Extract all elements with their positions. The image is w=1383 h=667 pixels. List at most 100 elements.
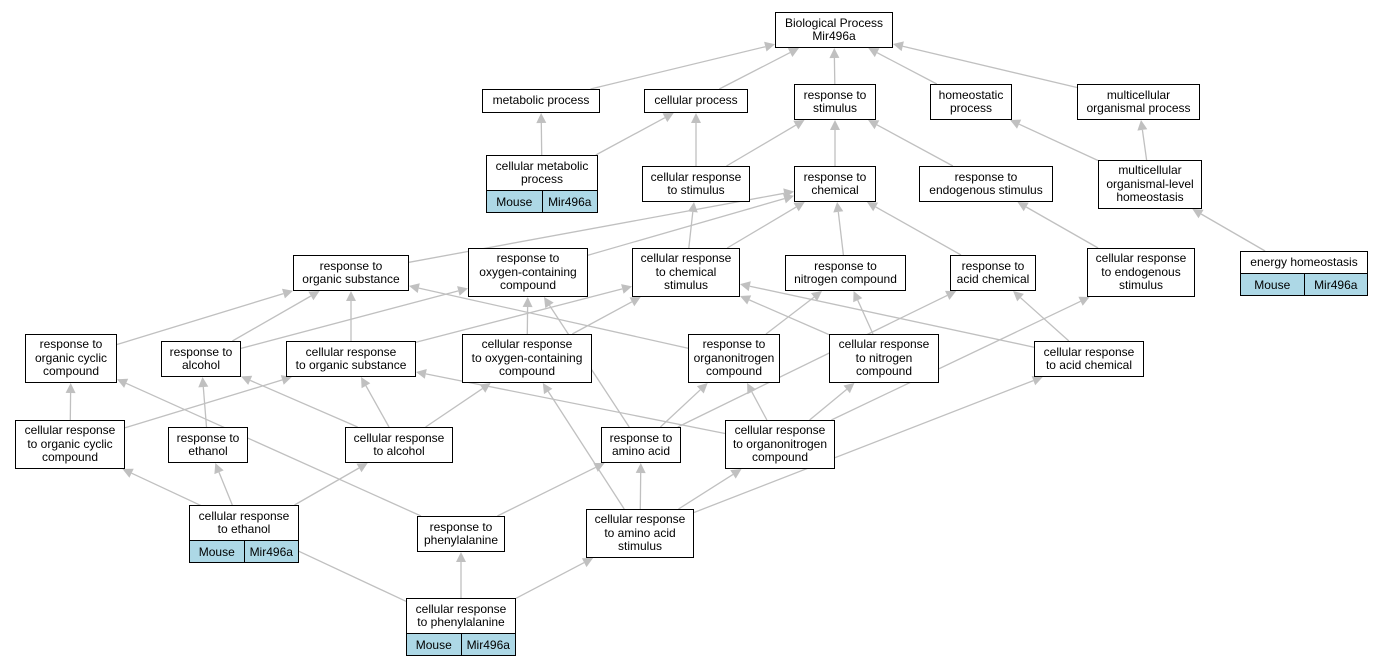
node-line: compound — [705, 364, 763, 379]
edge-cell_resp_organonitro-to-cell_resp_nitro — [809, 388, 848, 421]
arrowhead-resp_alcohol — [241, 375, 253, 385]
arrowhead-metabolic — [536, 113, 547, 124]
node-line: to organic substance — [295, 358, 407, 372]
node-line: stimulus — [1118, 278, 1163, 293]
node-line: response to — [954, 169, 1018, 184]
edge-resp_phe-to-resp_amino — [497, 466, 596, 517]
arrowhead-resp_oxy — [544, 297, 554, 309]
arrowhead-cell_resp_organonitro — [730, 469, 742, 479]
edge-cell_resp_nitro-to-cell_resp_chem — [748, 299, 830, 336]
arrowhead-cell_resp_stim — [687, 202, 698, 213]
node-line: alcohol — [181, 358, 221, 372]
node-line: cellular response — [481, 337, 573, 352]
node-line: compound — [499, 278, 557, 293]
node-line: response to — [319, 258, 383, 273]
edge-cell_resp_ethanol-to-resp_ethanol — [218, 472, 233, 506]
edge-multi_homeo-to-multi_proc — [1141, 129, 1148, 161]
node-cellular-process[interactable]: cellular process — [644, 89, 748, 113]
edge-cell_resp_amino-to-cell_resp_organonitro — [678, 473, 734, 510]
node-line: organic substance — [302, 272, 400, 286]
edge-resp_alcohol-to-resp_org_sub — [232, 295, 312, 342]
node-line: cellular response — [353, 430, 445, 445]
edge-cell_resp_organonitro-to-resp_organonitro — [751, 391, 768, 421]
edge-resp_amino-to-resp_organonitro — [659, 389, 701, 428]
node-line: amino acid — [611, 444, 671, 458]
arrowhead-cell_resp_nitro — [843, 383, 855, 394]
species-cell: Mouse — [496, 194, 533, 209]
node-line: to oxygen-containing — [471, 350, 583, 365]
edge-resp_alcohol-to-resp_oxy — [240, 290, 459, 350]
edge-homeostatic-to-bp — [876, 52, 938, 85]
edge-cell_resp_organonitro-to-cell_resp_endo — [831, 300, 1081, 421]
edge-cell_resp_amino-to-cell_resp_acid — [693, 379, 1034, 514]
node-line: organonitrogen — [693, 350, 775, 365]
arrowhead-resp_org_cyc — [65, 383, 76, 394]
edge-resp_acid_chem-to-resp_chem — [875, 206, 962, 256]
node-line: cellular response — [1095, 251, 1187, 266]
node-line: cellular response — [640, 251, 732, 266]
node-line: endogenous stimulus — [929, 183, 1043, 197]
edge-cell_resp_acid-to-resp_acid_chem — [1020, 297, 1070, 342]
node-line: energy homeostasis — [1250, 254, 1358, 269]
node-line: stimulus — [663, 278, 708, 293]
arrowhead-multi_homeo — [1192, 209, 1204, 219]
species-cell: Mouse — [198, 544, 235, 559]
node-line: to stimulus — [667, 183, 725, 197]
node-line: compound — [498, 364, 556, 379]
arrowhead-resp_org_sub — [346, 291, 356, 301]
arrowhead-cell_resp_chem — [629, 297, 641, 307]
node-metabolic-process[interactable]: metabolic process — [482, 89, 600, 113]
edge-cell_resp_stim-to-resp_stim — [726, 124, 797, 167]
node-line: to chemical — [655, 264, 717, 279]
arrowhead-resp_oxy — [457, 286, 468, 296]
edge-multi_homeo-to-homeostatic — [1018, 123, 1099, 162]
arrowhead-resp_org_cyc — [117, 378, 129, 388]
node-line: cellular response — [594, 512, 686, 527]
edge-cell_resp_acid-to-cell_resp_chem — [749, 285, 1035, 348]
arrowhead-resp_amino — [635, 463, 646, 474]
node-line: cellular response — [1043, 344, 1135, 359]
arrowhead-resp_oxy — [522, 297, 533, 308]
species-cell: Mouse — [415, 637, 452, 652]
node-line: response to — [803, 169, 867, 184]
edge-cell_resp_alcohol-to-cell_resp_oxy — [425, 388, 483, 428]
node-line: cellular process — [654, 93, 738, 108]
node-line: compound — [855, 364, 913, 379]
